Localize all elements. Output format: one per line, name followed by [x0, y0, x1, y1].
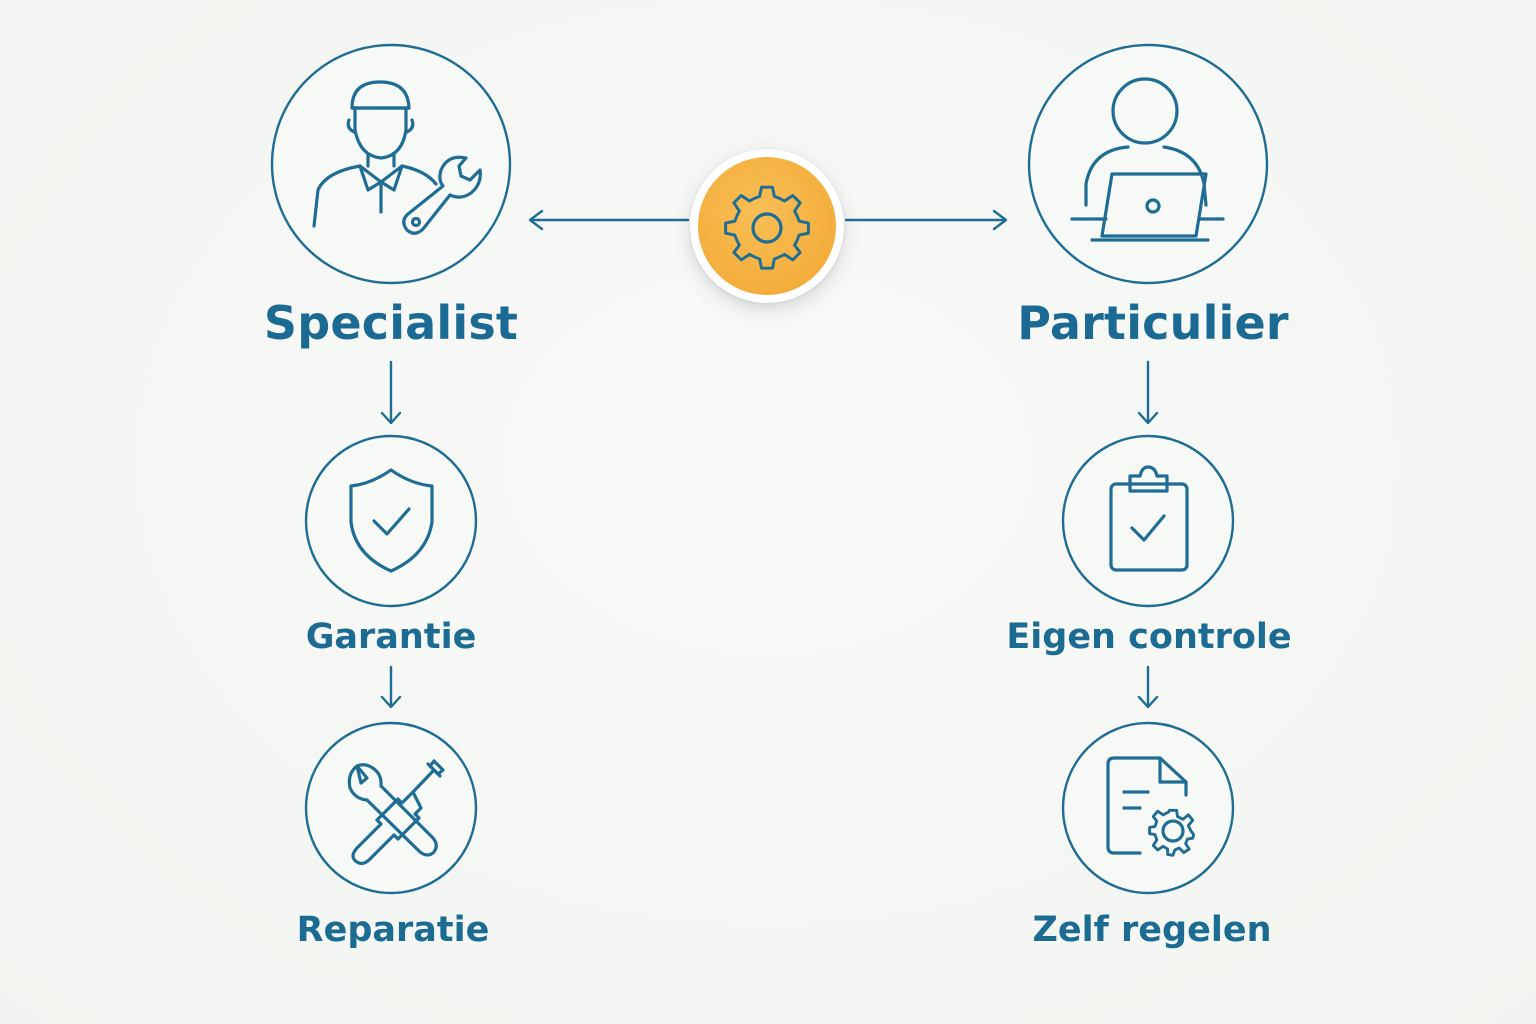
eigen-controle-node [1061, 434, 1235, 608]
arrow-specialist-to-garantie [380, 360, 402, 425]
eigen-controle-label: Eigen controle [1006, 617, 1292, 657]
arrow-eigen-controle-to-zelf-regelen [1137, 665, 1159, 709]
reparatie-label: Reparatie [296, 910, 490, 950]
arrow-garantie-to-reparatie [380, 665, 402, 709]
particulier-title: Particulier [1017, 296, 1289, 350]
zelf-regelen-label: Zelf regelen [1032, 910, 1272, 950]
document-gear-icon [1106, 756, 1196, 857]
specialist-title: Specialist [263, 296, 519, 350]
reparatie-node [304, 721, 478, 895]
hub-gear-circle [698, 157, 836, 295]
specialist-node [270, 43, 512, 285]
connector-to-specialist [528, 209, 690, 231]
arrow-particulier-to-eigen-controle [1137, 360, 1159, 425]
person-laptop-icon [1070, 77, 1225, 242]
gear-icon [724, 185, 810, 270]
garantie-label: Garantie [305, 617, 477, 657]
connector-to-particulier [844, 209, 1008, 231]
zelf-regelen-node [1061, 721, 1235, 895]
shield-check-icon [349, 468, 434, 573]
hub-node [690, 149, 844, 303]
garantie-node [304, 434, 478, 608]
mechanic-with-wrench-icon [312, 80, 482, 235]
wrench-screwdriver-icon [347, 759, 445, 866]
particulier-node [1027, 43, 1269, 285]
clipboard-check-icon [1109, 465, 1189, 572]
